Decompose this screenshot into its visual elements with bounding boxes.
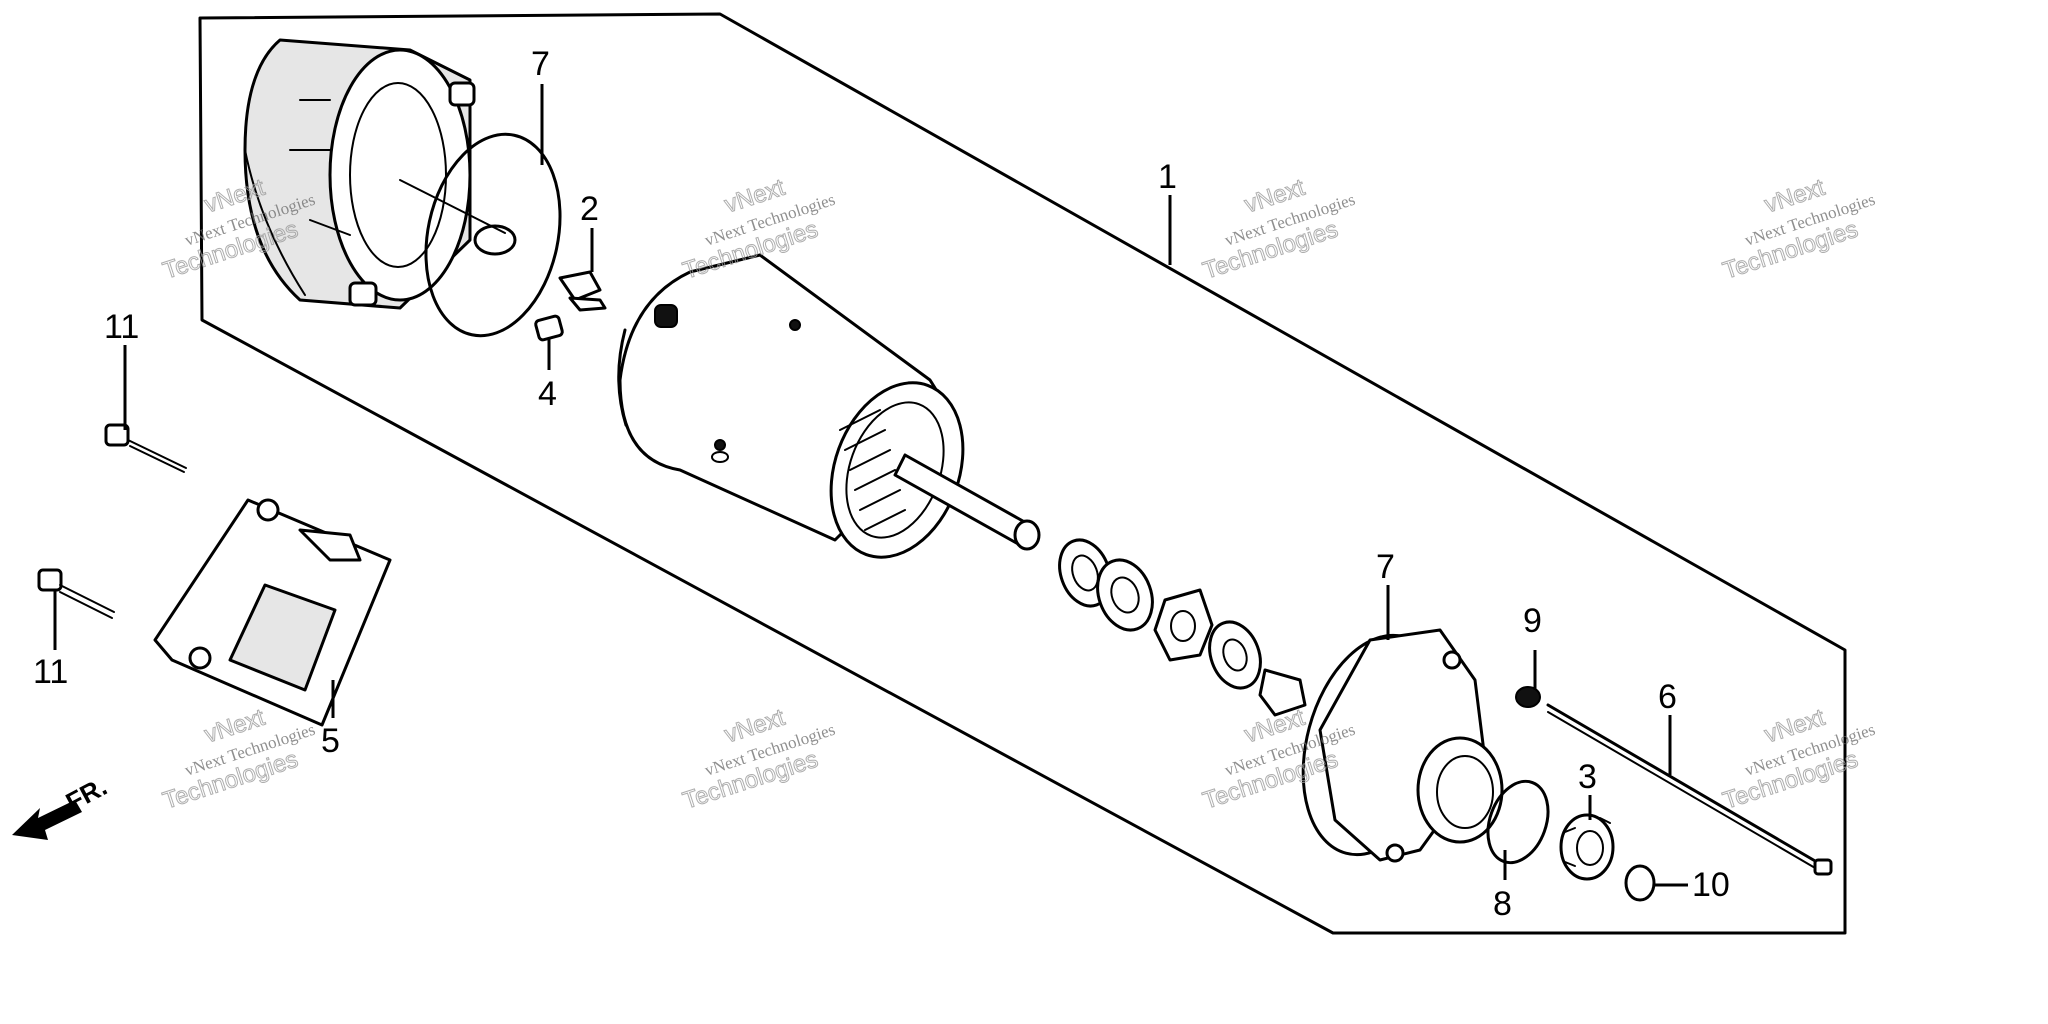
watermark-3: vNext vNext Technologies Technologies xyxy=(1199,173,1357,285)
circlip xyxy=(1624,864,1656,902)
watermark-4: vNext vNext Technologies Technologies xyxy=(1719,173,1877,285)
through-bolt xyxy=(1546,703,1833,876)
front-direction-arrow: FR. xyxy=(12,771,112,840)
bolt-upper xyxy=(104,423,187,473)
washer-stack xyxy=(1058,538,1307,717)
rear-housing xyxy=(243,38,517,310)
callout-11-upper: 11 xyxy=(104,308,139,346)
callout-10: 10 xyxy=(1692,866,1730,904)
yoke-armature xyxy=(617,253,1041,559)
assembly-boundary xyxy=(198,12,1847,935)
mounting-bracket xyxy=(153,498,392,727)
callout-8: 8 xyxy=(1493,885,1512,923)
callout-2: 2 xyxy=(580,190,599,228)
callout-9: 9 xyxy=(1523,602,1542,640)
cap-nut xyxy=(1515,686,1541,708)
bolt-lower xyxy=(37,568,115,619)
o-ring-upper xyxy=(424,132,562,338)
callout-3: 3 xyxy=(1578,758,1597,796)
brush xyxy=(534,314,564,342)
leader-lines xyxy=(53,84,1688,887)
watermark-6: vNext vNext Technologies Technologies xyxy=(679,703,837,815)
callout-5: 5 xyxy=(321,722,340,760)
callout-7-lower: 7 xyxy=(1376,548,1395,586)
callout-4: 4 xyxy=(538,375,557,413)
callout-6: 6 xyxy=(1658,678,1677,716)
brush-holder-clip xyxy=(558,270,607,312)
callout-1: 1 xyxy=(1158,158,1177,196)
front-cover xyxy=(1301,628,1504,863)
callout-7-upper: 7 xyxy=(531,45,550,83)
pinion-gear xyxy=(1559,813,1615,881)
callout-11-lower: 11 xyxy=(33,653,68,691)
watermark-8: vNext vNext Technologies Technologies xyxy=(1719,703,1877,815)
